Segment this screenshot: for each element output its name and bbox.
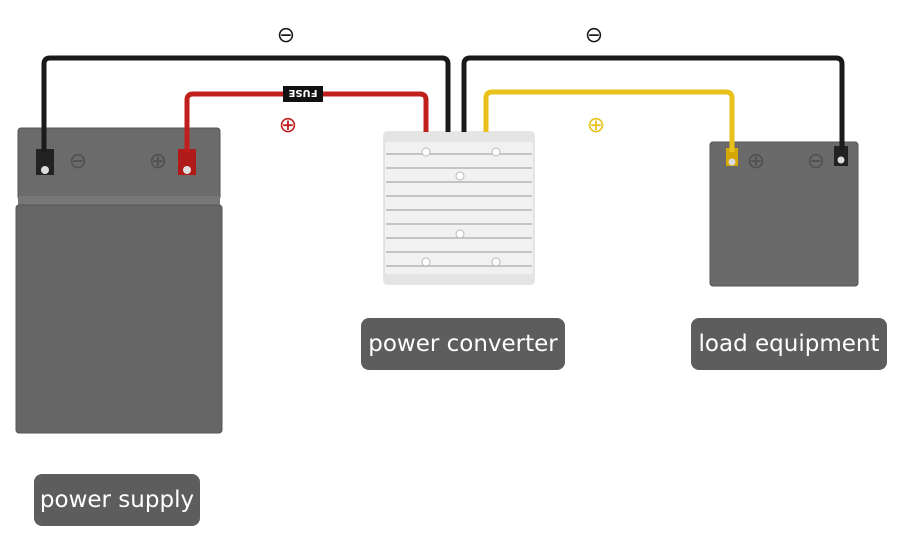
negative-marker-output: ⊖: [585, 23, 603, 48]
power-supply-negative-mark: ⊖: [69, 149, 87, 174]
fuse: FUSE: [283, 86, 323, 102]
positive-marker-output: ⊕: [587, 113, 605, 138]
load-equipment-label: load equipment: [691, 318, 887, 370]
negative-marker-input: ⊖: [277, 23, 295, 48]
load-positive-mark: ⊕: [747, 149, 765, 174]
power-supply-label: power supply: [34, 474, 200, 526]
fuse-label: FUSE: [288, 87, 317, 98]
positive-marker-input: ⊕: [279, 113, 297, 138]
power-supply-positive-mark: ⊕: [149, 149, 167, 174]
power-converter-device: [383, 131, 535, 285]
load-equipment-device: ⊕ ⊖: [709, 141, 859, 287]
power-supply-positive-terminal: [178, 149, 196, 175]
negative-wire-output: [461, 55, 845, 150]
positive-wire-output: [483, 89, 735, 152]
negative-wire-input: [41, 55, 451, 152]
power-supply-device: ⊖ ⊕: [15, 127, 223, 434]
load-negative-terminal: [834, 146, 848, 166]
power-supply-negative-terminal: [36, 149, 54, 175]
load-negative-mark: ⊖: [807, 149, 825, 174]
power-converter-label: power converter: [361, 318, 565, 370]
